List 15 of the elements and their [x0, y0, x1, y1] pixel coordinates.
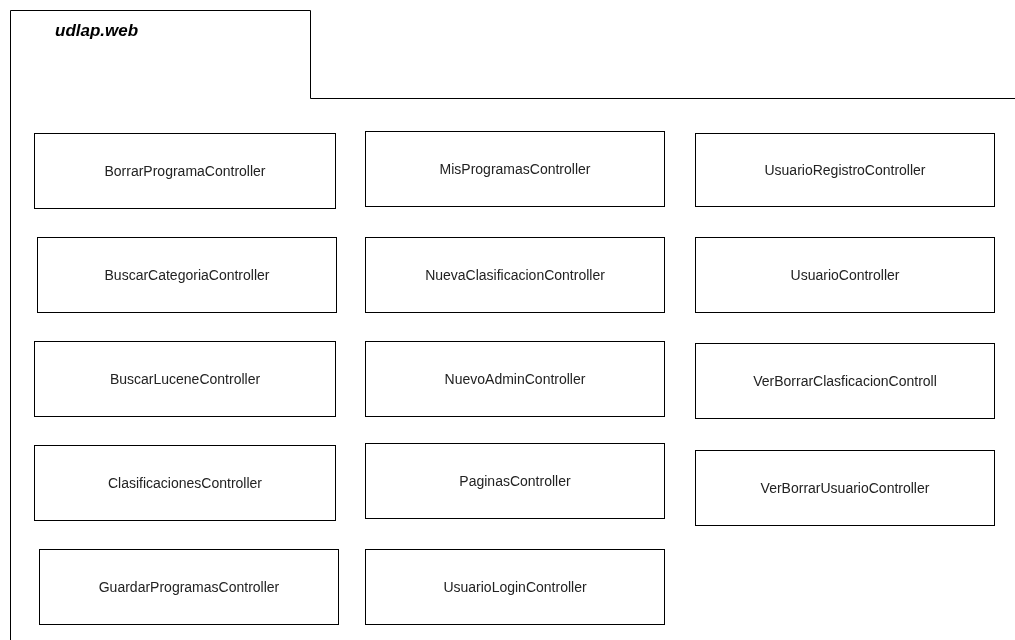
class-box: UsuarioRegistroController: [695, 133, 995, 207]
class-box: ClasificacionesController: [34, 445, 336, 521]
class-box: MisProgramasController: [365, 131, 665, 207]
class-box: UsuarioController: [695, 237, 995, 313]
class-box: UsuarioLoginController: [365, 549, 665, 625]
class-box: BuscarLuceneController: [34, 341, 336, 417]
class-box: NuevaClasificacionController: [365, 237, 665, 313]
class-box: BorrarProgramaController: [34, 133, 336, 209]
class-box: PaginasController: [365, 443, 665, 519]
class-box: GuardarProgramasController: [39, 549, 339, 625]
class-box: VerBorrarClasficacionControll: [695, 343, 995, 419]
class-box: BuscarCategoriaController: [37, 237, 337, 313]
package-name: udlap.web: [55, 20, 139, 42]
class-box: NuevoAdminController: [365, 341, 665, 417]
class-box: VerBorrarUsuarioController: [695, 450, 995, 526]
